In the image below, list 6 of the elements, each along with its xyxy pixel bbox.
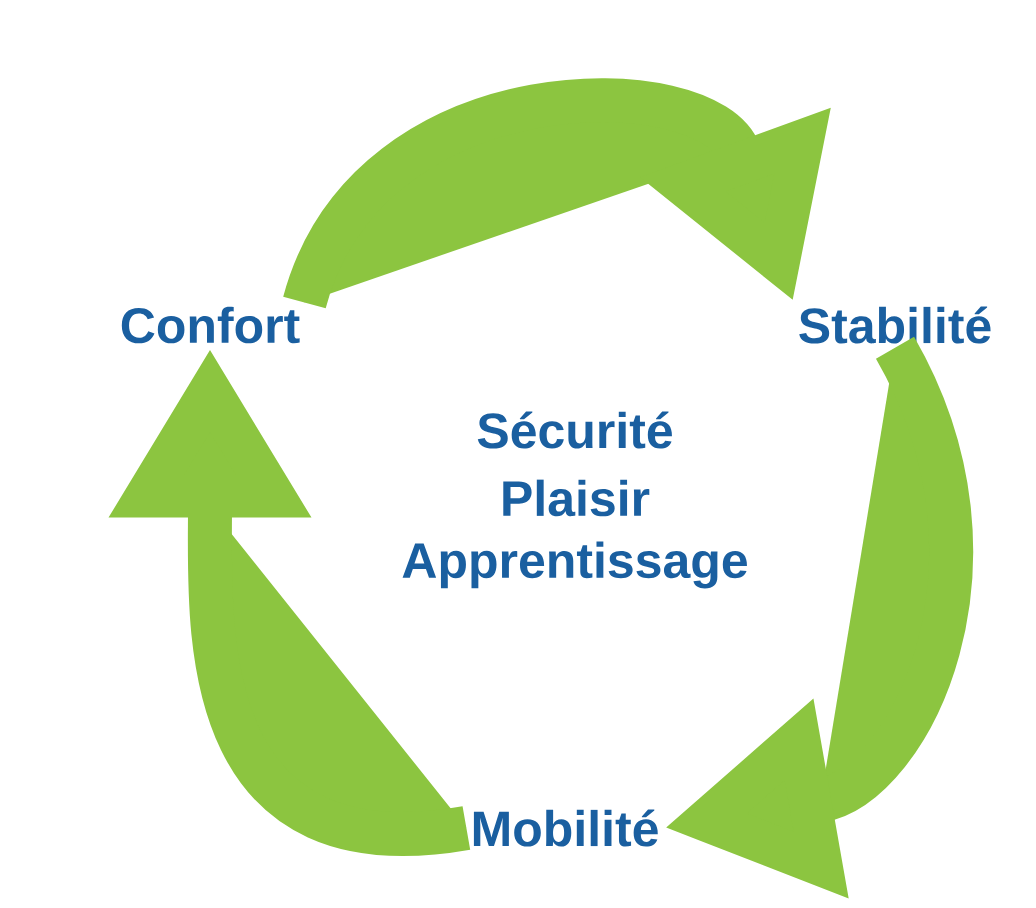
center-label: Sécurité xyxy=(477,411,672,449)
center-label: Plaisir xyxy=(503,479,650,517)
cycle-label: Stabilité xyxy=(799,306,991,344)
center-label: Apprentissage xyxy=(402,541,747,589)
cycle-label: Confort xyxy=(121,306,300,344)
cycle-label: Mobilité xyxy=(473,809,658,847)
